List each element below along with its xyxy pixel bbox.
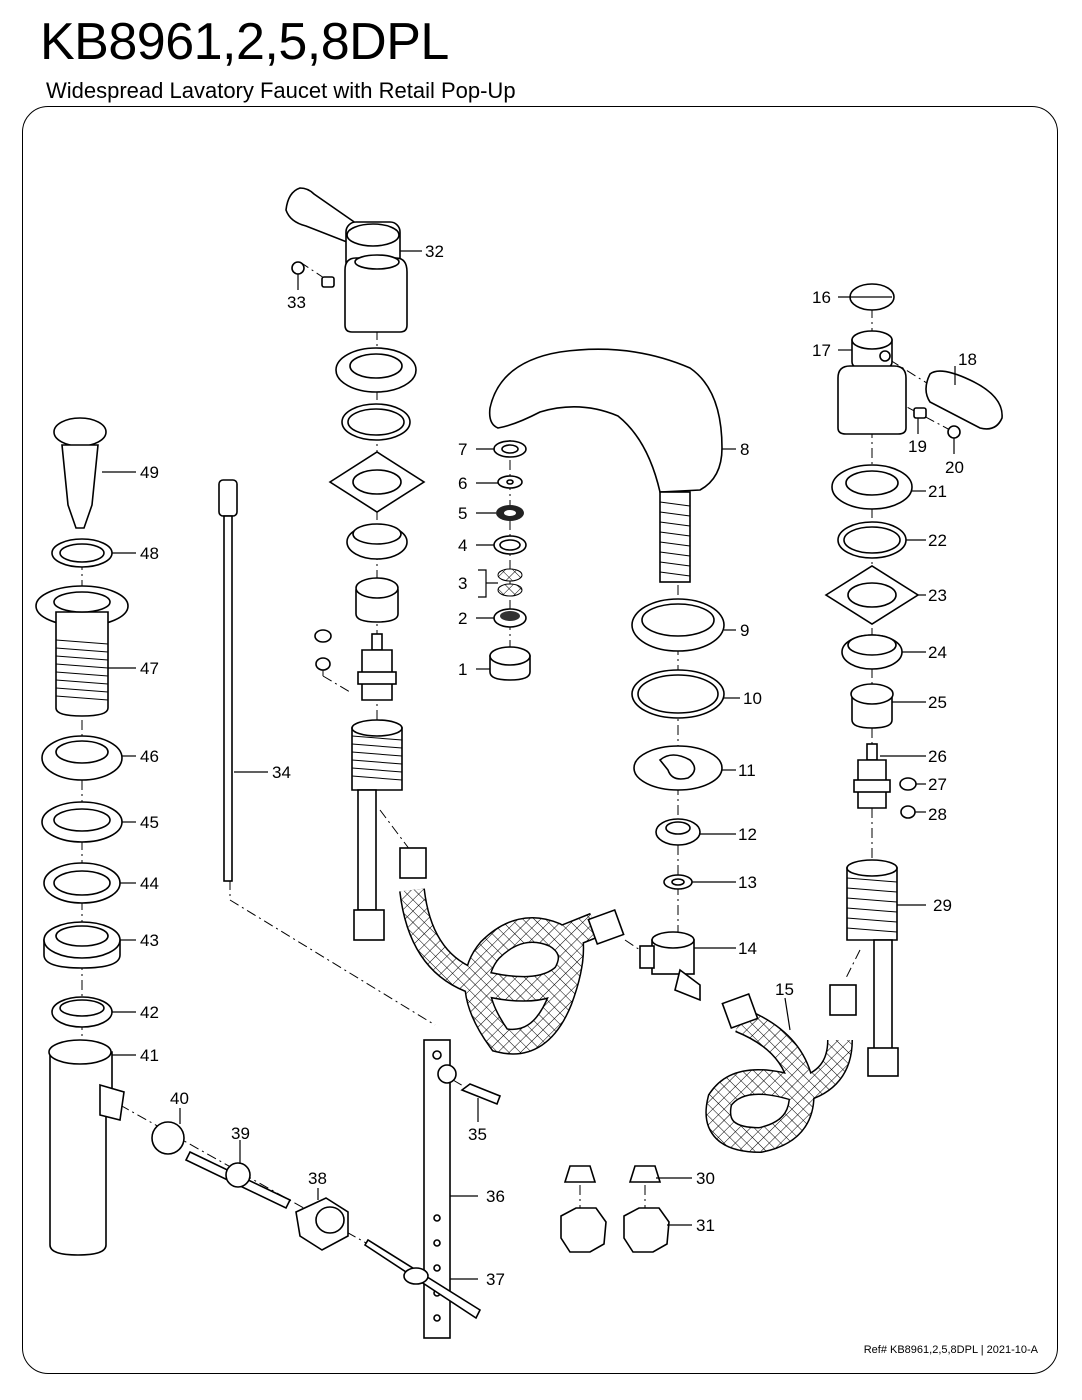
callout-46: 46 bbox=[140, 747, 159, 766]
compression-fittings bbox=[560, 1165, 670, 1253]
callout-1: 1 bbox=[458, 660, 467, 679]
callout-21: 21 bbox=[928, 482, 947, 501]
supply-hoses-15 bbox=[399, 847, 857, 1154]
callout-2: 2 bbox=[458, 609, 467, 628]
callout-13: 13 bbox=[738, 873, 757, 892]
diagram-frame bbox=[22, 106, 1058, 1374]
callout-36: 36 bbox=[486, 1187, 505, 1206]
callout-41: 41 bbox=[140, 1046, 159, 1065]
callout-37: 37 bbox=[486, 1270, 505, 1289]
spout-8 bbox=[488, 348, 723, 583]
callout-39: 39 bbox=[231, 1124, 250, 1143]
set-screw-33 bbox=[291, 261, 335, 288]
callout-10: 10 bbox=[743, 689, 762, 708]
callout-9: 9 bbox=[740, 621, 749, 640]
callout-49: 49 bbox=[140, 463, 159, 482]
callout-45: 45 bbox=[140, 813, 159, 832]
callout-5: 5 bbox=[458, 504, 467, 523]
callout-17: 17 bbox=[812, 341, 831, 360]
callout-12: 12 bbox=[738, 825, 757, 844]
callout-33: 33 bbox=[287, 293, 306, 312]
callout-16: 16 bbox=[812, 288, 831, 307]
spout-mount-9-14 bbox=[631, 598, 725, 1002]
callout-4: 4 bbox=[458, 536, 467, 555]
callout-20: 20 bbox=[945, 458, 964, 477]
callout-44: 44 bbox=[140, 874, 159, 893]
callout-35: 35 bbox=[468, 1125, 487, 1144]
leader-lines bbox=[102, 250, 956, 1280]
callout-31: 31 bbox=[696, 1216, 715, 1235]
callout-48: 48 bbox=[140, 544, 159, 563]
callout-11: 11 bbox=[738, 761, 756, 780]
aerator-parts-1-7 bbox=[489, 440, 531, 681]
lift-linkage bbox=[151, 479, 502, 1339]
callout-6: 6 bbox=[458, 474, 467, 493]
page-subtitle: Widespread Lavatory Faucet with Retail P… bbox=[46, 78, 516, 103]
callout-30: 30 bbox=[696, 1169, 715, 1188]
callout-19: 19 bbox=[908, 437, 927, 456]
callout-labels: 1 2 3 4 5 6 7 8 9 10 11 12 13 14 15 16 1… bbox=[140, 242, 977, 1289]
callout-18: 18 bbox=[958, 350, 977, 369]
callout-22: 22 bbox=[928, 531, 947, 550]
callout-14: 14 bbox=[738, 939, 757, 958]
left-valve-stack bbox=[314, 347, 426, 941]
right-valve-stack bbox=[824, 283, 1003, 1077]
left-handle-32 bbox=[285, 187, 408, 333]
callout-15: 15 bbox=[775, 980, 794, 999]
callout-29: 29 bbox=[933, 896, 952, 915]
page-title: KB8961,2,5,8DPL bbox=[40, 13, 449, 71]
callout-42: 42 bbox=[140, 1003, 159, 1022]
callout-23: 23 bbox=[928, 586, 947, 605]
callout-32: 32 bbox=[425, 242, 444, 261]
callout-38: 38 bbox=[308, 1169, 327, 1188]
callout-40: 40 bbox=[170, 1089, 189, 1108]
drain-assembly bbox=[35, 417, 129, 1256]
callout-26: 26 bbox=[928, 747, 947, 766]
reference-number: Ref# KB8961,2,5,8DPL | 2021-10-A bbox=[863, 1344, 1038, 1356]
callout-3: 3 bbox=[458, 574, 467, 593]
callout-34: 34 bbox=[272, 763, 291, 782]
callout-25: 25 bbox=[928, 693, 947, 712]
callout-24: 24 bbox=[928, 643, 947, 662]
callout-47: 47 bbox=[140, 659, 159, 678]
callout-28: 28 bbox=[928, 805, 947, 824]
callout-8: 8 bbox=[740, 440, 749, 459]
callout-27: 27 bbox=[928, 775, 947, 794]
callout-7: 7 bbox=[458, 440, 467, 459]
callout-43: 43 bbox=[140, 931, 159, 950]
